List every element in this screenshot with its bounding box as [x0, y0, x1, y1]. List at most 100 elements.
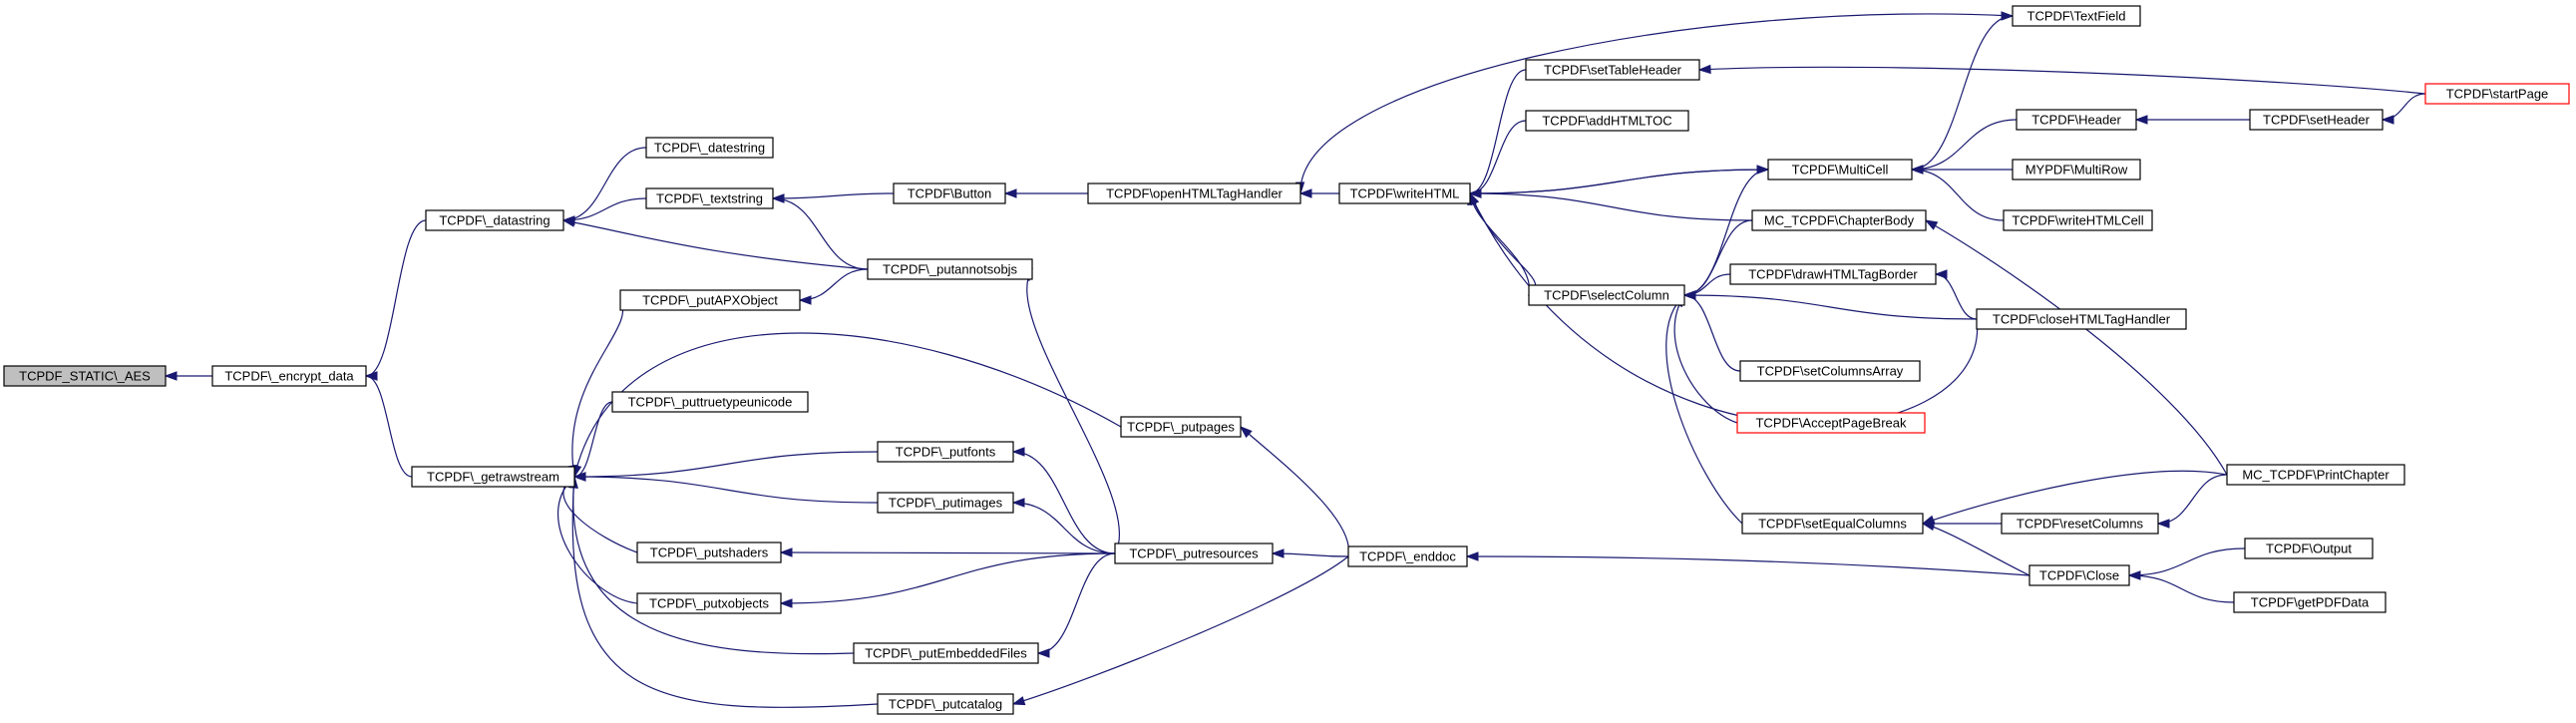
node-putEmbeddedFiles[interactable]: TCPDF\_putEmbeddedFiles — [853, 642, 1039, 664]
node-button[interactable]: TCPDF\Button — [893, 182, 1006, 204]
node-multiRow[interactable]: MYPDF\MultiRow — [2012, 159, 2141, 181]
node-label: TCPDF\Header — [2031, 113, 2121, 128]
node-resetColumns[interactable]: TCPDF\resetColumns — [2001, 513, 2159, 535]
node-close[interactable]: TCPDF\Close — [2028, 564, 2130, 586]
edge-putresources-to-putxobjects — [779, 552, 1116, 608]
edge-multiCell-to-textField — [1911, 11, 2015, 171]
edge-putresources-to-putshaders — [779, 547, 1116, 557]
node-multiCell[interactable]: TCPDF\MultiCell — [1767, 159, 1913, 181]
node-writeHTML[interactable]: TCPDF\writeHTML — [1338, 182, 1471, 204]
node-label: TCPDF\_putcatalog — [889, 697, 1002, 712]
node-putimages[interactable]: TCPDF\_putimages — [877, 492, 1014, 514]
node-textstring[interactable]: TCPDF\_textstring — [645, 187, 774, 209]
node-acceptPageBreak[interactable]: TCPDF\AcceptPageBreak — [1736, 412, 1926, 434]
edge-header-to-multiCell — [1910, 119, 2018, 175]
edge-acceptPageBreak-to-selectColumn — [1673, 293, 1738, 424]
node-putpages[interactable]: TCPDF\_putpages — [1120, 416, 1242, 438]
node-label: TCPDF\startPage — [2446, 87, 2549, 102]
node-setColumnsArray[interactable]: TCPDF\setColumnsArray — [1739, 360, 1921, 382]
edge-openHTMLTagHandler-to-button — [1003, 188, 1089, 198]
edge-putannotsobjs-to-textstring — [771, 193, 869, 270]
node-writeHTMLCell[interactable]: TCPDF\writeHTMLCell — [2003, 209, 2153, 231]
node-putshaders[interactable]: TCPDF\_putshaders — [636, 542, 782, 563]
edge-closeHTMLTagHandler-to-selectColumn — [1682, 290, 1978, 320]
node-label: TCPDF\_putresources — [1129, 546, 1259, 561]
edge-putannotsobjs-to-putAPXObject — [798, 268, 869, 305]
node-putresources[interactable]: TCPDF\_putresources — [1114, 542, 1274, 564]
edge-putresources-to-putimages — [1011, 498, 1116, 554]
node-label: TCPDF\setHeader — [2263, 113, 2371, 128]
node-label: TCPDF\_encrypt_data — [224, 369, 354, 384]
node-getrawstream[interactable]: TCPDF\_getrawstream — [411, 466, 575, 488]
node-aes[interactable]: TCPDF_STATIC\_AES — [3, 365, 167, 387]
edge-printChapter-to-resetColumns — [2156, 474, 2228, 529]
node-chapterBody[interactable]: MC_TCPDF\ChapterBody — [1751, 209, 1927, 231]
node-printChapter[interactable]: MC_TCPDF\PrintChapter — [2226, 464, 2405, 486]
edge-enddoc-to-putpages — [1239, 426, 1350, 557]
node-putAPXObject[interactable]: TCPDF\_putAPXObject — [619, 289, 801, 311]
node-drawHTMLTagBorder[interactable]: TCPDF\drawHTMLTagBorder — [1729, 263, 1937, 285]
edge-writeHTML-to-selectColumn — [1469, 192, 1542, 296]
node-putcatalog[interactable]: TCPDF\_putcatalog — [877, 693, 1014, 715]
node-setEqualColumns[interactable]: TCPDF\setEqualColumns — [1741, 513, 1924, 535]
node-startPage[interactable]: TCPDF\startPage — [2424, 83, 2570, 105]
node-openHTMLTagHandler[interactable]: TCPDF\openHTMLTagHandler — [1087, 182, 1301, 204]
node-setHeader[interactable]: TCPDF\setHeader — [2249, 109, 2384, 131]
edge-getrawstream-to-encrypt_data — [364, 371, 413, 478]
edge-printChapter-to-chapterBody — [1924, 219, 2228, 476]
node-label: TCPDF\TextField — [2027, 9, 2126, 24]
node-selectColumn[interactable]: TCPDF\selectColumn — [1528, 284, 1685, 306]
node-label: TCPDF\_putpages — [1127, 420, 1235, 435]
edge-setColumnsArray-to-selectColumn — [1682, 290, 1741, 372]
node-label: TCPDF\closeHTMLTagHandler — [1993, 312, 2171, 327]
edge-putimages-to-getrawstream — [572, 472, 879, 504]
edge-output-to-close — [2127, 547, 2246, 580]
edge-setHeader-to-header — [2134, 115, 2250, 125]
node-label: TCPDF\_putimages — [889, 496, 1003, 511]
node-label: TCPDF\resetColumns — [2017, 517, 2144, 532]
node-datestring[interactable]: TCPDF\_datestring — [645, 137, 774, 159]
node-label: TCPDF\_datestring — [654, 141, 765, 156]
node-label: TCPDF\Close — [2039, 568, 2119, 583]
node-label: TCPDF\selectColumn — [1544, 288, 1669, 303]
node-putxobjects[interactable]: TCPDF\_putxobjects — [636, 592, 782, 614]
node-putannotsobjs[interactable]: TCPDF\_putannotsobjs — [867, 258, 1033, 280]
node-addHTMLTOC[interactable]: TCPDF\addHTMLTOC — [1525, 110, 1689, 132]
edge-putresources-to-putfonts — [1011, 447, 1116, 554]
node-output[interactable]: TCPDF\Output — [2244, 538, 2374, 559]
node-label: MYPDF\MultiRow — [2025, 163, 2128, 178]
edge-putresources-to-putEmbeddedFiles — [1036, 552, 1116, 658]
node-label: TCPDF\setColumnsArray — [1757, 364, 1904, 379]
edge-putfonts-to-getrawstream — [572, 451, 879, 482]
node-label: TCPDF\openHTMLTagHandler — [1106, 186, 1283, 201]
node-label: MC_TCPDF\PrintChapter — [2242, 468, 2390, 483]
edge-putAPXObject-to-getrawstream — [567, 299, 624, 479]
edge-putxobjects-to-getrawstream — [556, 476, 638, 604]
node-closeHTMLTagHandler[interactable]: TCPDF\closeHTMLTagHandler — [1976, 308, 2187, 330]
edge-printChapter-to-setEqualColumns — [1921, 470, 2228, 525]
node-setTableHeader[interactable]: TCPDF\setTableHeader — [1525, 59, 1700, 81]
node-enddoc[interactable]: TCPDF\_enddoc — [1347, 545, 1468, 567]
edge-putannotsobjs-to-datastring — [561, 217, 869, 270]
edge-writeHTML-to-multiCell — [1469, 165, 1770, 194]
node-puttruetypeunicode[interactable]: TCPDF\_puttruetypeunicode — [611, 391, 809, 413]
node-label: TCPDF\_putfonts — [896, 445, 996, 460]
node-label: TCPDF\writeHTML — [1350, 186, 1460, 201]
node-encrypt_data[interactable]: TCPDF\_encrypt_data — [211, 365, 367, 387]
edge-textstring-to-datastring — [561, 197, 647, 225]
node-label: TCPDF\_textstring — [656, 191, 763, 206]
edge-enddoc-to-putcatalog — [1011, 555, 1349, 706]
node-datastring[interactable]: TCPDF\_datastring — [425, 209, 564, 231]
node-header[interactable]: TCPDF\Header — [2016, 109, 2137, 131]
node-putfonts[interactable]: TCPDF\_putfonts — [877, 441, 1014, 463]
node-label: TCPDF\Button — [908, 186, 992, 201]
edge-button-to-textstring — [771, 192, 895, 203]
edge-setEqualColumns-to-selectColumn — [1665, 294, 1743, 525]
node-textField[interactable]: TCPDF\TextField — [2012, 5, 2141, 27]
edge-startPage-to-setHeader — [2381, 93, 2426, 125]
node-getPDFData[interactable]: TCPDF\getPDFData — [2233, 591, 2387, 613]
edge-close-to-enddoc — [1465, 551, 2030, 576]
edge-putresources-to-putannotsobjs — [1021, 267, 1121, 554]
